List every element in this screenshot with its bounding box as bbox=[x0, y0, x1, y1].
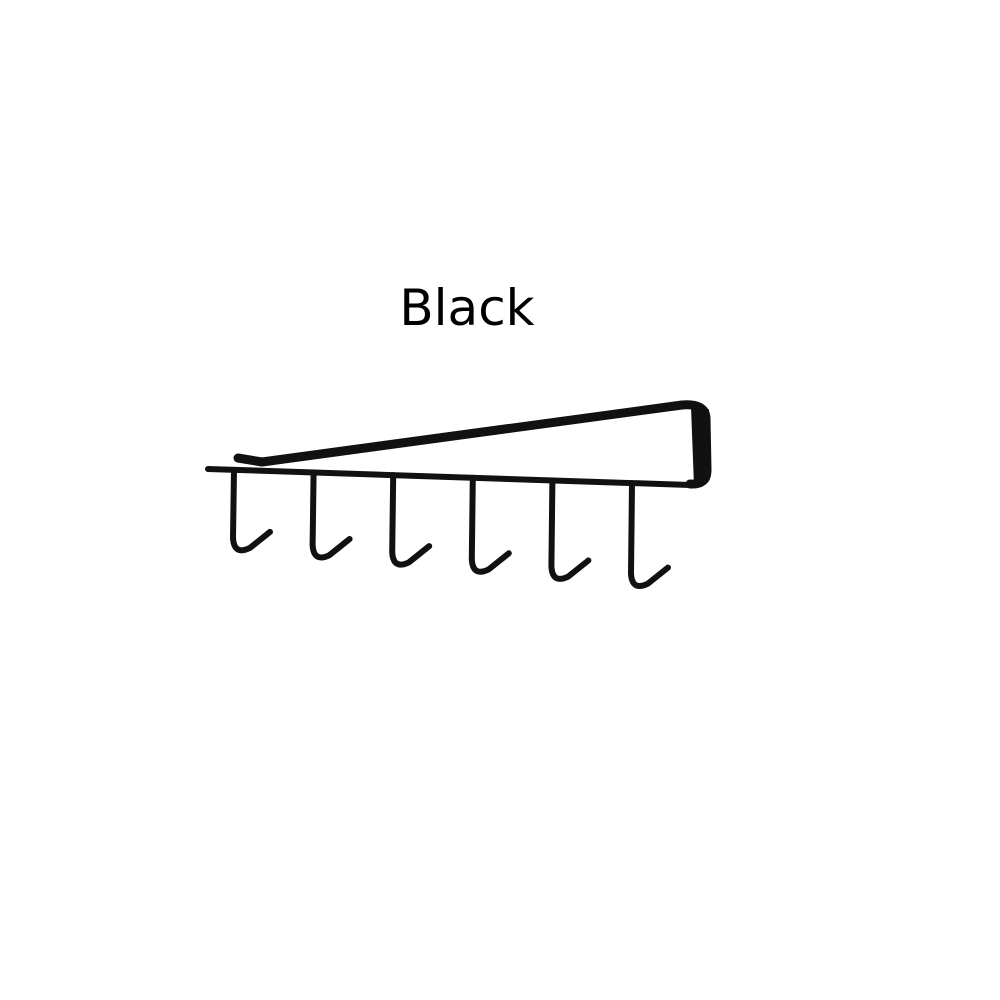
hook-1 bbox=[230, 466, 273, 554]
hook-4 bbox=[468, 474, 512, 575]
color-name-label: Black bbox=[399, 279, 535, 337]
hook-3 bbox=[389, 472, 433, 568]
hook-5 bbox=[548, 477, 592, 582]
hook-2 bbox=[309, 469, 353, 561]
rack-bottom-bar bbox=[205, 466, 693, 488]
rack-clip-end bbox=[691, 406, 711, 487]
hook-6 bbox=[628, 480, 671, 589]
